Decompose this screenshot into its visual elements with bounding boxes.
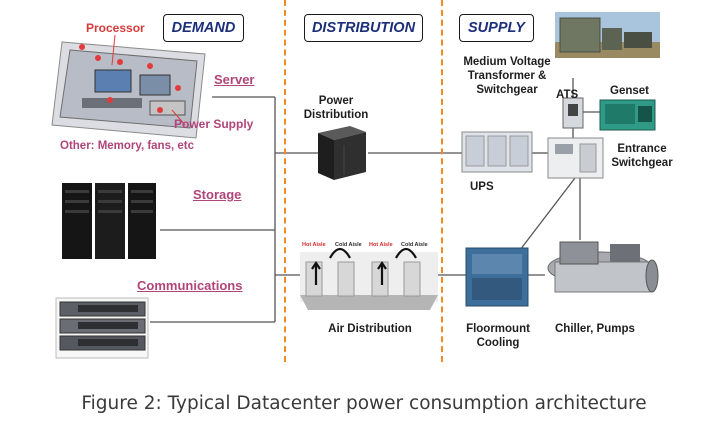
other-components-label: Other: Memory, fans, etc xyxy=(60,140,194,152)
medium-voltage-image xyxy=(555,12,660,58)
air-distribution-label: Air Distribution xyxy=(328,323,412,335)
ups-label: UPS xyxy=(470,181,494,193)
communications-label: Communications xyxy=(137,278,243,293)
svg-text:Hot Aisle: Hot Aisle xyxy=(302,242,326,248)
svg-text:Cold Aisle: Cold Aisle xyxy=(401,242,428,248)
ats-image xyxy=(562,97,584,129)
divider-right xyxy=(441,0,443,362)
genset-label: Genset xyxy=(610,85,649,97)
chiller-pumps-label: Chiller, Pumps xyxy=(555,323,635,335)
power-distribution-image xyxy=(318,126,366,180)
power-distribution-label: Power Distribution xyxy=(303,95,369,121)
communications-image xyxy=(55,297,149,359)
power-supply-label: Power Supply xyxy=(174,117,254,131)
entrance-switchgear-image xyxy=(547,137,604,179)
server-label: Server xyxy=(214,72,255,87)
processor-label: Processor xyxy=(86,21,145,35)
ats-label: ATS xyxy=(556,89,579,101)
svg-text:Cold Aisle: Cold Aisle xyxy=(335,242,362,248)
header-distribution: DISTRIBUTION xyxy=(304,14,423,42)
chiller-image xyxy=(547,241,659,293)
storage-image xyxy=(62,183,156,259)
ups-image xyxy=(461,131,533,173)
air-distribution-image: Hot Aisle Cold Aisle Hot Aisle Cold Aisl… xyxy=(300,242,438,310)
divider-left xyxy=(284,0,286,362)
svg-text:Hot Aisle: Hot Aisle xyxy=(369,242,393,248)
header-demand: DEMAND xyxy=(163,14,244,42)
switchgear-to-cooling-line xyxy=(519,177,576,251)
storage-label: Storage xyxy=(193,187,242,202)
figure-caption: Figure 2: Typical Datacenter power consu… xyxy=(81,393,647,414)
header-supply: SUPPLY xyxy=(459,14,534,42)
floormount-cooling-label: Floormount Cooling xyxy=(466,323,530,349)
server-image xyxy=(51,34,206,139)
entrance-switchgear-label: Entrance Switchgear xyxy=(611,143,673,169)
medium-voltage-label: Medium Voltage Transformer & Switchgear xyxy=(463,56,551,96)
floormount-cooling-image xyxy=(465,247,529,307)
genset-image xyxy=(599,99,656,131)
architecture-diagram: Hot Aisle Cold Aisle Hot Aisle Cold Aisl… xyxy=(51,12,660,359)
